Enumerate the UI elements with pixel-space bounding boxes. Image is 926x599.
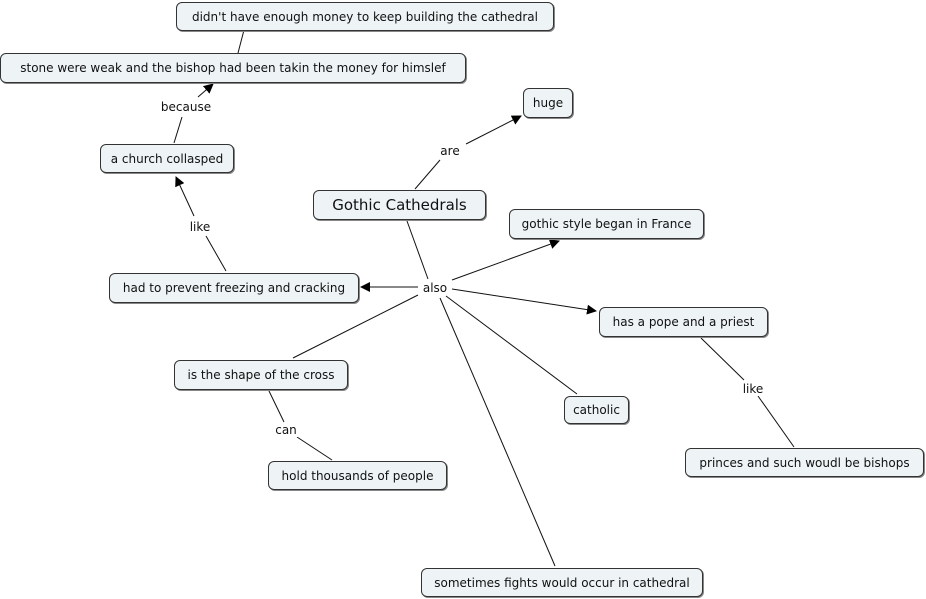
line-like-princes — [757, 395, 795, 448]
concept-thousands[interactable]: hold thousands of people — [268, 461, 447, 490]
concept-gothic-cathedrals[interactable]: Gothic Cathedrals — [313, 190, 486, 220]
line-like-church — [175, 176, 195, 217]
link-label-like-1: like — [187, 220, 213, 234]
concept-princes[interactable]: princes and such woudl be bishops — [685, 448, 924, 477]
line-freezing-like — [205, 235, 227, 272]
line-also-catholic — [445, 295, 578, 395]
concept-cross[interactable]: is the shape of the cross — [174, 360, 348, 390]
concept-freezing[interactable]: had to prevent freezing and cracking — [109, 273, 359, 303]
concept-money[interactable]: didn't have enough money to keep buildin… — [176, 2, 554, 31]
line-also-france — [451, 239, 560, 281]
link-label-also: also — [420, 281, 450, 295]
concept-huge[interactable]: huge — [523, 88, 573, 118]
line-money-stone — [237, 29, 245, 54]
concept-stone[interactable]: stone were weak and the bishop had been … — [0, 53, 466, 83]
line-also-pope — [451, 288, 597, 315]
line-cross-can — [268, 390, 285, 423]
line-church-because — [173, 116, 183, 144]
line-also-fights — [439, 297, 556, 567]
link-label-are: are — [438, 144, 462, 158]
line-main-are — [414, 159, 441, 190]
link-label-because: because — [158, 100, 214, 114]
line-main-also — [406, 220, 429, 280]
line-pope-like — [700, 337, 745, 381]
line-are-huge — [465, 115, 522, 145]
line-also-cross — [292, 294, 419, 359]
concept-pope[interactable]: has a pope and a priest — [599, 307, 768, 337]
concept-church[interactable]: a church collasped — [100, 144, 234, 173]
line-because-stone — [197, 83, 214, 98]
concept-france[interactable]: gothic style began in France — [509, 209, 704, 239]
concept-fights[interactable]: sometimes fights would occur in cathedra… — [421, 568, 703, 597]
line-can-thousands — [296, 436, 333, 461]
link-label-can: can — [273, 423, 299, 437]
link-label-like-2: like — [740, 382, 766, 396]
concept-catholic[interactable]: catholic — [564, 396, 629, 424]
